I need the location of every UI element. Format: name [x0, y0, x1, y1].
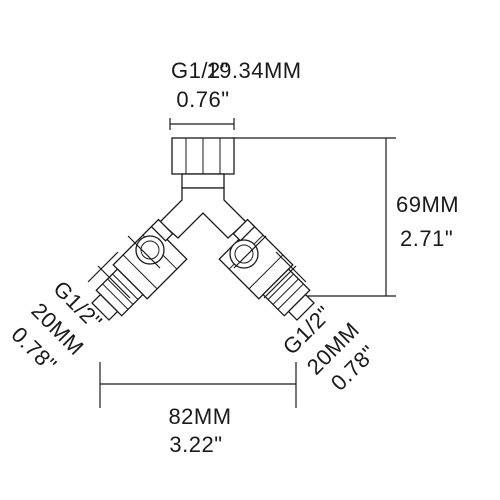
- right-valve-knob: [229, 239, 259, 269]
- y-splitter-body: [91, 137, 315, 321]
- width-in-label: 3.22": [169, 432, 222, 457]
- right-outlet-dimension: [233, 235, 307, 299]
- y-junction: [159, 187, 247, 239]
- top-size-mm-label: 19.34MM: [206, 58, 301, 83]
- left-valve-knob: [135, 235, 165, 265]
- height-dimension: [232, 137, 396, 297]
- height-mm-label: 69MM: [396, 192, 459, 217]
- height-in-label: 2.71": [400, 226, 453, 251]
- width-mm-label: 82MM: [168, 404, 231, 429]
- left-outlet-dimension: [87, 235, 161, 299]
- top-thread-label: G1/2": [171, 58, 229, 83]
- width-dimension: [99, 362, 297, 408]
- top-size-in-label: 0.76": [176, 87, 229, 112]
- top-width-dimension: [169, 118, 235, 130]
